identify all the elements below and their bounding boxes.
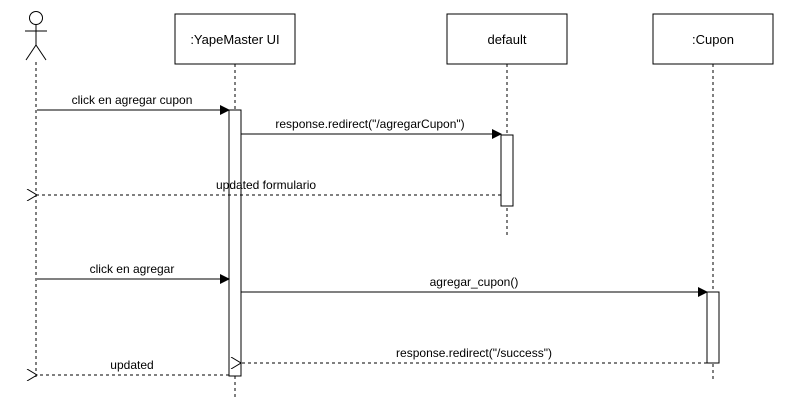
message-label-4: click en agregar (90, 262, 175, 276)
participant-cupon-label: :Cupon (692, 32, 734, 47)
message-label-2: response.redirect("/agregarCupon") (275, 117, 464, 131)
participant-ui-label: :YapeMaster UI (190, 32, 279, 47)
activation-default (500, 134, 514, 207)
message-label-1: click en agregar cupon (72, 93, 193, 107)
message-label-7: updated (110, 358, 153, 372)
participant-ui: :YapeMaster UI (174, 13, 296, 65)
message-label-6: response.redirect("/success") (396, 346, 552, 360)
message-label-3: updated formulario (216, 178, 316, 192)
actor-icon (25, 11, 47, 61)
participant-default-label: default (487, 32, 526, 47)
activation-ui (228, 109, 242, 377)
participant-default: default (446, 13, 568, 65)
message-label-5: agregar_cupon() (430, 275, 519, 289)
participant-cupon: :Cupon (652, 13, 774, 65)
activation-cupon (706, 291, 720, 364)
